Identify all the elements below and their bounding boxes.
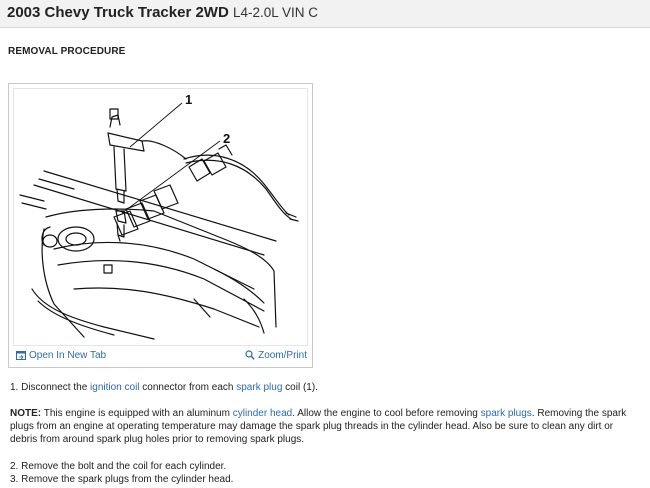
engine-subtitle: L4-2.0L VIN C — [232, 5, 319, 20]
open-in-new-tab-icon — [16, 351, 26, 363]
step-2: 2. Remove the bolt and the coil for each… — [10, 461, 227, 472]
callout-1: 1 — [185, 92, 192, 107]
vehicle-title: 2003 Chevy Truck Tracker 2WD — [7, 4, 229, 21]
step-1-text-a: 1. Disconnect the — [10, 382, 91, 393]
step-1-text-b: connector from each — [139, 382, 237, 393]
page-header: 2003 Chevy Truck Tracker 2WD L4-2.0L VIN… — [0, 0, 650, 28]
ignition-coil-link[interactable]: ignition coil — [90, 382, 140, 393]
open-in-new-tab-link[interactable]: Open In New Tab — [16, 350, 106, 363]
section-heading: REMOVAL PROCEDURE — [8, 46, 126, 57]
note-text-c: . Removing the spark plugs from an engin… — [10, 408, 627, 445]
cylinder-head-link[interactable]: cylinder head — [232, 408, 293, 419]
step-1-text-c: coil (1). — [282, 382, 318, 393]
page-title: 2003 Chevy Truck Tracker 2WD L4-2.0L VIN… — [7, 4, 318, 21]
zoom-print-label: Zoom/Print — [258, 350, 307, 361]
note-label: NOTE: — [10, 408, 42, 419]
spark-plug-link[interactable]: spark plug — [236, 382, 283, 393]
figure-actions: Open In New Tab Zoom/Print — [9, 348, 312, 364]
step-1: 1. Disconnect the ignition coil connecto… — [10, 381, 640, 394]
magnifier-icon — [245, 350, 255, 363]
zoom-print-link[interactable]: Zoom/Print — [245, 350, 307, 363]
engine-diagram-drawing: 1 2 — [19, 92, 299, 340]
note-text-a: This engine is equipped with an aluminum — [41, 408, 233, 419]
spark-plugs-link[interactable]: spark plugs — [480, 408, 532, 419]
open-in-new-tab-label: Open In New Tab — [29, 350, 107, 361]
note-text-b: . Allow the engine to cool before removi… — [292, 408, 481, 419]
diagram-figure: 1 2 Open In New Tab Zoom/Print — [8, 83, 313, 368]
step-3: 3. Remove the spark plugs from the cylin… — [10, 474, 234, 485]
diagram-image[interactable]: 1 2 — [13, 88, 308, 346]
callout-2: 2 — [223, 131, 230, 146]
note-paragraph: NOTE: This engine is equipped with an al… — [10, 407, 640, 446]
